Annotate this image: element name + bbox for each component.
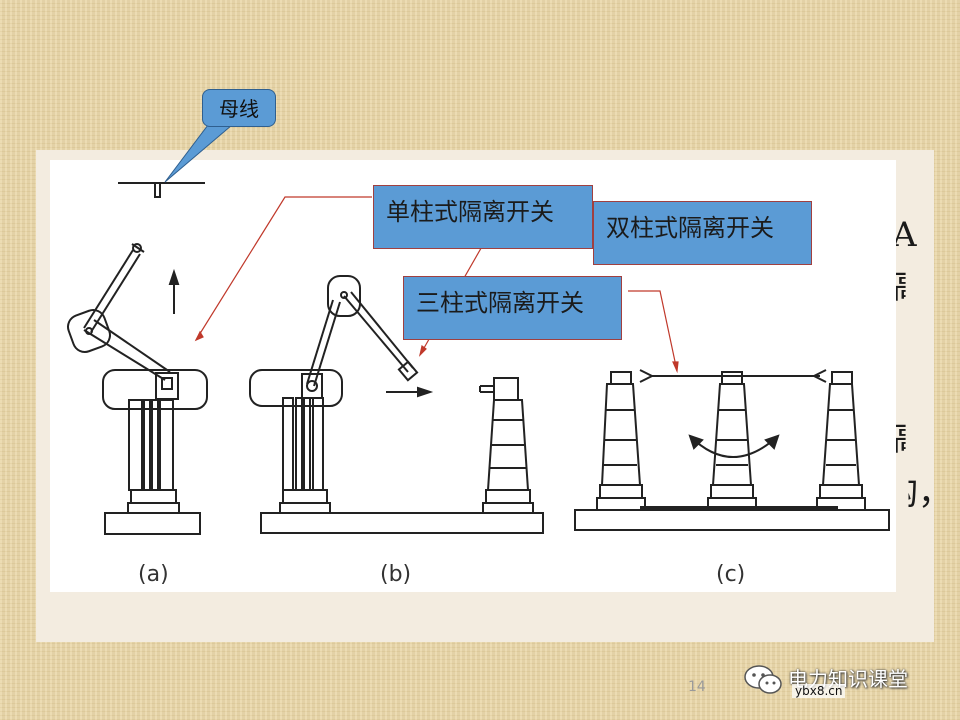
subfigure-label-c: (c): [716, 562, 745, 587]
subfigure-label-a: (a): [138, 562, 169, 587]
subfigure-label-b: (b): [380, 562, 411, 587]
watermark-url: ybx8.cn: [792, 684, 846, 698]
busbar-callout-pointer: [164, 124, 234, 183]
wechat-icon: [744, 665, 782, 694]
triple-column-disconnector-drawing: [574, 369, 890, 531]
background-text-fragment: 构，: [884, 473, 952, 513]
double-column-disconnector-drawing: [249, 275, 544, 534]
busbar-drawing: [118, 182, 205, 198]
watermark: 电力知识课堂 ybx8.cn: [742, 660, 942, 700]
double-column-callout: 双柱式隔离开关: [593, 201, 812, 265]
page-number: 14: [688, 679, 706, 695]
single-column-disconnector-drawing: [67, 243, 208, 535]
arrow-icon: [168, 268, 180, 314]
busbar-callout: 母线: [202, 89, 276, 127]
single-column-callout: 单柱式隔离开关: [373, 185, 593, 249]
background-text-fragment: A: [892, 215, 917, 255]
triple-column-callout: 三柱式隔离开关: [403, 276, 622, 340]
